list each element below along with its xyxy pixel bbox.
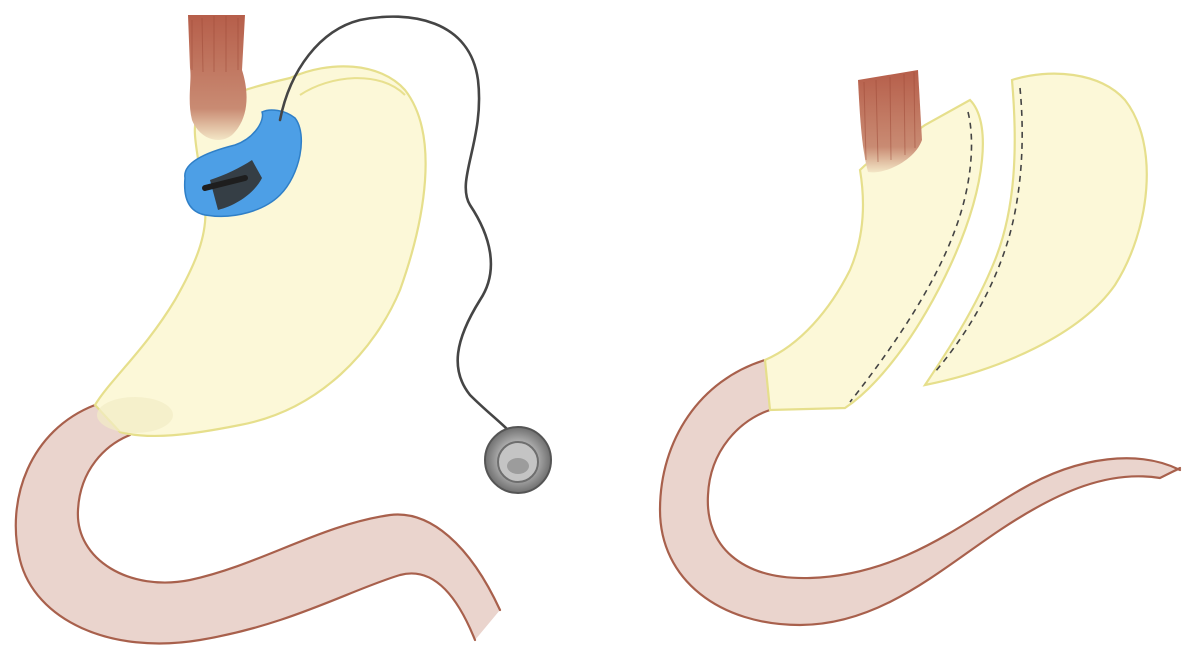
left-panel — [16, 15, 551, 643]
access-port — [485, 427, 551, 493]
left-stomach — [95, 66, 426, 436]
left-esophagus — [188, 15, 247, 140]
right-panel — [660, 70, 1180, 625]
left-duodenum — [16, 405, 500, 643]
right-duodenum — [660, 360, 1180, 625]
